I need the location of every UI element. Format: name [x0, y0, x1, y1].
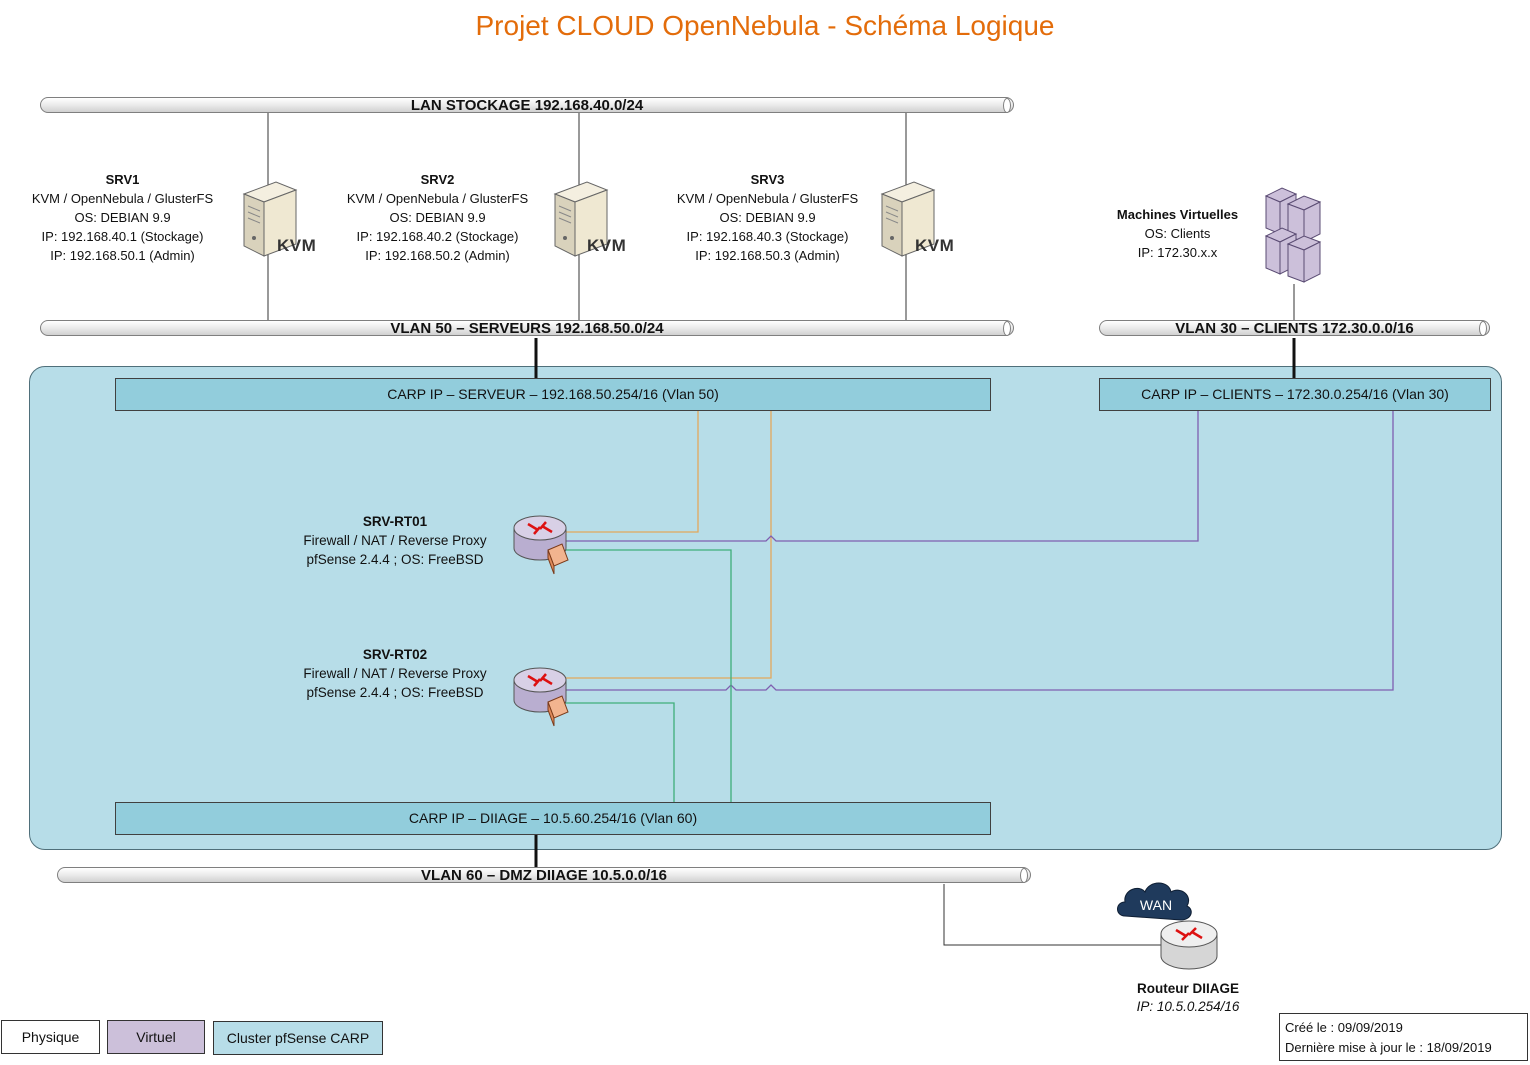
- srv1-ip-storage: IP: 192.168.40.1 (Stockage): [41, 229, 204, 244]
- srv1-ip-admin: IP: 192.168.50.1 (Admin): [50, 248, 195, 263]
- wan-router-name: Routeur DIIAGE: [1136, 981, 1239, 996]
- srv3-ip-admin: IP: 192.168.50.3 (Admin): [695, 248, 840, 263]
- legend-cluster: Cluster pfSense CARP: [213, 1021, 383, 1055]
- virtual-machines-icon: [1264, 187, 1322, 283]
- vlan60-label: VLAN 60 – DMZ DIIAGE 10.5.0.0/16: [421, 867, 667, 884]
- wan-router-link: [943, 884, 1162, 946]
- diagram-title: Projet CLOUD OpenNebula - Schéma Logique: [475, 10, 1055, 41]
- vlan30-label: VLAN 30 – CLIENTS 172.30.0.0/16: [1175, 320, 1414, 337]
- carp-diiage-label: CARP IP – DIIAGE – 10.5.60.254/16 (Vlan …: [408, 810, 698, 826]
- vm-os: OS: Clients: [1144, 226, 1211, 241]
- wan-label: WAN: [1139, 897, 1173, 913]
- cluster-area: [29, 366, 1502, 850]
- vlan50-label: VLAN 50 – SERVEURS 192.168.50.0/24: [390, 320, 664, 337]
- srv3-name: SRV3: [750, 172, 785, 187]
- carp-clients-label: CARP IP – CLIENTS – 172.30.0.254/16 (Vla…: [1141, 386, 1449, 402]
- footer-created: Créé le : 09/09/2019: [1285, 1020, 1403, 1035]
- rt01-diiage-link: [565, 549, 732, 802]
- srv2-info: SRV2 KVM / OpenNebula / GlusterFS OS: DE…: [325, 170, 550, 265]
- vlan60-bus: VLAN 60 – DMZ DIIAGE 10.5.0.0/16: [57, 867, 1031, 884]
- server-icon: [242, 181, 298, 257]
- srv1-info: SRV1 KVM / OpenNebula / GlusterFS OS: DE…: [10, 170, 235, 265]
- kvm-logo: KVM: [915, 236, 955, 255]
- wan-router-icon: [1160, 920, 1218, 970]
- srv2-role: KVM / OpenNebula / GlusterFS: [346, 191, 529, 206]
- srv1-name: SRV1: [105, 172, 140, 187]
- server-icon: [553, 181, 609, 257]
- carp-clients-box: CARP IP – CLIENTS – 172.30.0.254/16 (Vla…: [1099, 378, 1491, 411]
- rt02-clients-link: [565, 411, 1394, 691]
- srv2-ip-admin: IP: 192.168.50.2 (Admin): [365, 248, 510, 263]
- rt02-diiage-link: [565, 702, 675, 802]
- vm-name: Machines Virtuelles: [1116, 207, 1239, 222]
- carp-serveur-label: CARP IP – SERVEUR – 192.168.50.254/16 (V…: [387, 386, 719, 402]
- srv2-name: SRV2: [420, 172, 455, 187]
- srv3-role: KVM / OpenNebula / GlusterFS: [676, 191, 859, 206]
- vm-ip: IP: 172.30.x.x: [1137, 245, 1218, 260]
- wan-router-ip: IP: 10.5.0.254/16: [1136, 999, 1240, 1014]
- rt02-name: SRV-RT02: [362, 647, 428, 662]
- srv1-os: OS: DEBIAN 9.9: [74, 210, 171, 225]
- kvm-logo: KVM: [587, 236, 627, 255]
- wan-cloud-icon: [1117, 882, 1192, 921]
- lan-stockage-label: LAN STOCKAGE 192.168.40.0/24: [410, 97, 644, 114]
- srv2-os: OS: DEBIAN 9.9: [389, 210, 486, 225]
- vlan30-bus: VLAN 30 – CLIENTS 172.30.0.0/16: [1099, 320, 1490, 337]
- router-firewall-icon: [513, 667, 569, 727]
- rt01-role: Firewall / NAT / Reverse Proxy: [303, 533, 487, 548]
- rt01-clients-link: [565, 411, 1199, 542]
- srv1-role: KVM / OpenNebula / GlusterFS: [31, 191, 214, 206]
- lan-stockage-bus: LAN STOCKAGE 192.168.40.0/24: [40, 97, 1014, 114]
- rt01-serveur-link: [565, 411, 699, 533]
- vm-info: Machines Virtuelles OS: Clients IP: 172.…: [1090, 205, 1265, 262]
- srv3-os: OS: DEBIAN 9.9: [719, 210, 816, 225]
- rt01-name: SRV-RT01: [362, 514, 428, 529]
- rt02-serveur-link: [565, 411, 772, 679]
- rt01-version: pfSense 2.4.4 ; OS: FreeBSD: [306, 552, 484, 567]
- carp-diiage-box: CARP IP – DIIAGE – 10.5.60.254/16 (Vlan …: [115, 802, 991, 835]
- vlan50-bus: VLAN 50 – SERVEURS 192.168.50.0/24: [40, 320, 1014, 337]
- srv3-ip-storage: IP: 192.168.40.3 (Stockage): [686, 229, 849, 244]
- server-icon: [880, 181, 936, 257]
- legend-physique: Physique: [1, 1020, 100, 1054]
- rt02-info: SRV-RT02 Firewall / NAT / Reverse Proxy …: [280, 645, 510, 702]
- footer-updated: Dernière mise à jour le : 18/09/2019: [1285, 1040, 1492, 1055]
- rt02-role: Firewall / NAT / Reverse Proxy: [303, 666, 487, 681]
- srv3-info: SRV3 KVM / OpenNebula / GlusterFS OS: DE…: [655, 170, 880, 265]
- router-firewall-icon: [513, 515, 569, 575]
- legend-virtuel: Virtuel: [107, 1020, 205, 1054]
- rt01-info: SRV-RT01 Firewall / NAT / Reverse Proxy …: [280, 512, 510, 569]
- kvm-logo: KVM: [277, 236, 317, 255]
- carp-serveur-box: CARP IP – SERVEUR – 192.168.50.254/16 (V…: [115, 378, 991, 411]
- rt02-version: pfSense 2.4.4 ; OS: FreeBSD: [306, 685, 484, 700]
- footer-dates: Créé le : 09/09/2019 Dernière mise à jou…: [1279, 1013, 1528, 1061]
- srv2-ip-storage: IP: 192.168.40.2 (Stockage): [356, 229, 519, 244]
